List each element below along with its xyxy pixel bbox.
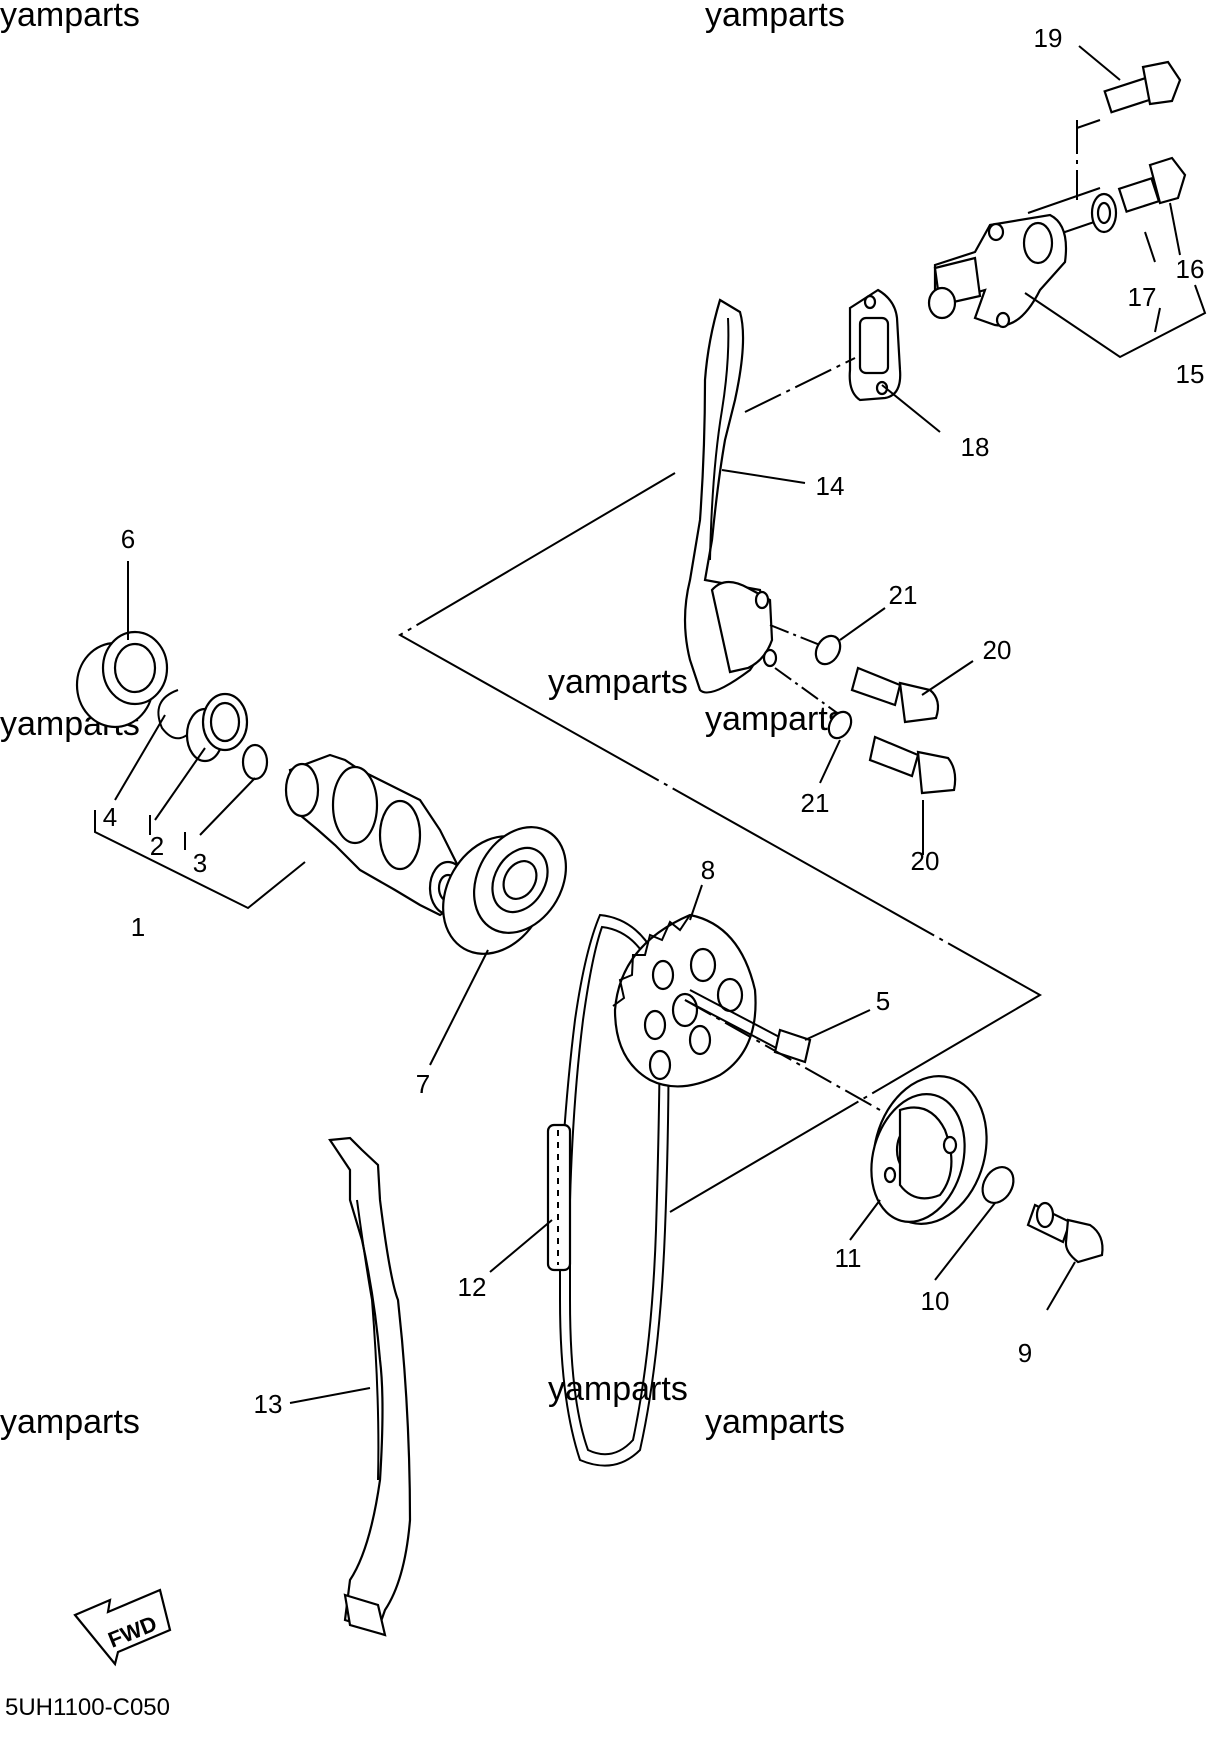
callout-21-lower: 21 xyxy=(801,788,830,818)
part-14-chain-guide xyxy=(683,298,778,694)
diagram-code: 5UH1100-C050 xyxy=(5,1694,170,1721)
callout-20-lower: 20 xyxy=(911,846,940,876)
part-7-bearing xyxy=(442,826,568,955)
callout-20-upper: 20 xyxy=(983,635,1012,665)
callout-2: 2 xyxy=(150,831,164,861)
callout-8: 8 xyxy=(701,855,715,885)
part-8-cam-sprocket xyxy=(612,913,757,1088)
watermark-mid-center: yamparts xyxy=(548,663,688,701)
part-18-gasket xyxy=(744,288,902,413)
part-9-bolt xyxy=(1026,1201,1104,1264)
leader-lines xyxy=(114,45,1181,1404)
callout-19: 19 xyxy=(1034,23,1063,53)
part-10-washer xyxy=(981,1166,1015,1204)
part-13-chain-guide xyxy=(328,1136,412,1637)
assembly-outline xyxy=(397,472,1043,1213)
callout-3: 3 xyxy=(193,848,207,878)
part-5-dowel-pin xyxy=(684,989,881,1111)
pivot-bolts xyxy=(769,624,957,795)
watermark-bottom-right: yamparts xyxy=(705,1403,845,1441)
callout-21-upper: 21 xyxy=(889,580,918,610)
callout-5: 5 xyxy=(876,986,890,1016)
watermark-bottom-left: yamparts xyxy=(0,1403,140,1441)
watermark-lower-center: yamparts xyxy=(548,1370,688,1408)
callout-6: 6 xyxy=(121,524,135,554)
callout-15: 15 xyxy=(1176,359,1205,389)
callout-18: 18 xyxy=(961,432,990,462)
callout-13: 13 xyxy=(254,1389,283,1419)
fwd-arrow-icon: FWD xyxy=(73,1588,172,1667)
callout-16: 16 xyxy=(1176,254,1205,284)
watermark-top-center: yamparts xyxy=(705,0,845,34)
callout-4: 4 xyxy=(103,802,117,832)
callout-12: 12 xyxy=(458,1272,487,1302)
camshaft-assembly xyxy=(75,630,472,917)
part-11-plate xyxy=(870,1075,988,1225)
callout-7: 7 xyxy=(416,1069,430,1099)
callout-11: 11 xyxy=(835,1243,862,1273)
callout-14: 14 xyxy=(816,471,845,501)
watermark-mid-right: yamparts xyxy=(705,700,845,738)
callout-9: 9 xyxy=(1018,1338,1032,1368)
tensioner-assembly xyxy=(927,60,1207,359)
callout-1: 1 xyxy=(131,912,145,942)
callout-17: 17 xyxy=(1128,282,1157,312)
callout-10: 10 xyxy=(921,1286,950,1316)
watermark-top-left: yamparts xyxy=(0,0,140,34)
